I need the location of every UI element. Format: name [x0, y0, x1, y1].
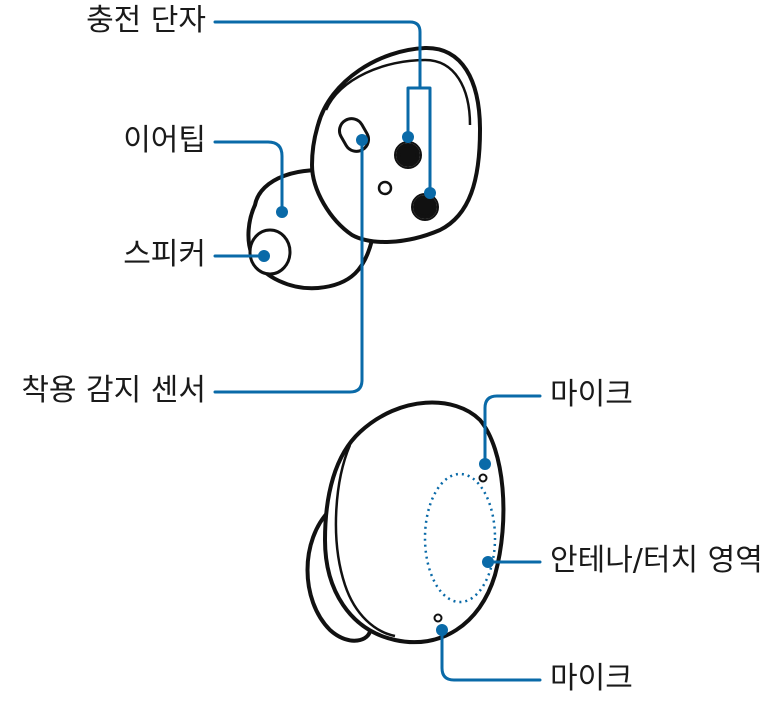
label-mic-top: 마이크: [550, 377, 633, 412]
callout-dots: [258, 131, 494, 636]
mic-hole-bottom: [433, 613, 443, 623]
dot-wear-sensor: [356, 134, 368, 146]
center-hole: [377, 180, 393, 196]
front-body-shape: [323, 400, 506, 645]
callout-ear-tip: [213, 140, 284, 212]
callout-mic-bottom: [440, 628, 542, 682]
label-speaker: 스피커: [123, 237, 206, 272]
earbud-rear-view: [246, 45, 482, 291]
dot-speaker: [258, 250, 270, 262]
speaker-grille: [248, 228, 292, 276]
callout-charging-split: [406, 86, 432, 192]
callout-mic-top: [483, 394, 542, 465]
label-antenna-touch: 안테나/터치 영역: [550, 543, 763, 578]
dot-mic-top: [479, 458, 491, 470]
earbud-front-view: [305, 400, 506, 645]
mic-hole-top: [478, 473, 488, 483]
touch-area-outline: [423, 472, 497, 604]
earbud-body-shape: [310, 45, 482, 244]
dot-mic-bottom: [436, 624, 448, 636]
charging-pin-2: [413, 195, 437, 219]
charging-pin-1: [396, 143, 420, 167]
callout-wear-sensor: [213, 140, 364, 394]
dot-antenna: [482, 556, 494, 568]
body-rim-line: [324, 58, 472, 126]
label-ear-tip: 이어팁: [123, 123, 206, 158]
dot-charging-1: [402, 131, 414, 143]
callouts: [213, 20, 542, 682]
dot-charging-2: [424, 187, 436, 199]
label-charging-terminal: 충전 단자: [86, 3, 206, 38]
label-mic-bottom: 마이크: [550, 661, 633, 696]
dot-ear-tip: [276, 206, 288, 218]
label-wear-sensor: 착용 감지 센서: [21, 373, 206, 408]
front-body-inner-line: [334, 444, 396, 638]
callout-charging-terminal: [213, 20, 422, 90]
